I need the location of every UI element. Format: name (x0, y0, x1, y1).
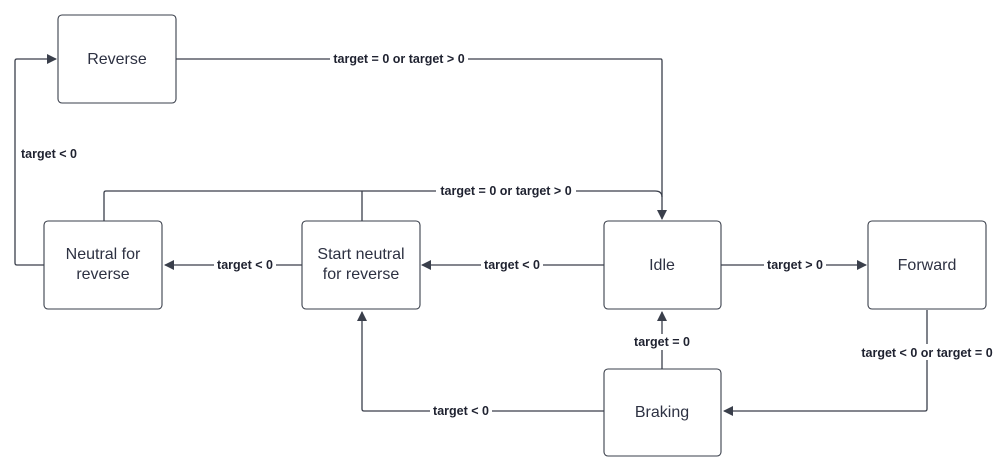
label-idle-to-start-neutral: target < 0 (481, 257, 543, 273)
svg-text:target < 0: target < 0 (217, 258, 273, 272)
label-neutral-to-reverse: target < 0 (21, 147, 77, 161)
label-neutral-states-to-idle: target = 0 or target > 0 (436, 183, 576, 199)
state-forward: Forward (867, 220, 987, 310)
edge-reverse-to-idle (176, 58, 667, 220)
svg-text:Idle: Idle (649, 257, 675, 274)
svg-text:Reverse: Reverse (87, 51, 147, 68)
svg-text:Neutral for: Neutral for (66, 246, 141, 263)
svg-text:target < 0 or target = 0: target < 0 or target = 0 (861, 346, 992, 360)
label-start-neutral-to-neutral: target < 0 (214, 257, 276, 273)
edge-neutral-states-to-idle (103, 190, 663, 221)
svg-text:Forward: Forward (898, 257, 957, 274)
svg-text:target < 0: target < 0 (433, 404, 489, 418)
svg-text:target > 0: target > 0 (767, 258, 823, 272)
label-reverse-to-idle: target = 0 or target > 0 (330, 51, 468, 67)
svg-text:for reverse: for reverse (323, 266, 400, 283)
edge-forward-to-braking (723, 310, 928, 416)
edge-braking-to-start-neutral (357, 311, 604, 412)
svg-text:target = 0: target = 0 (634, 335, 690, 349)
label-braking-to-idle: target = 0 (630, 334, 694, 350)
state-idle: Idle (603, 220, 722, 310)
state-reverse: Reverse (57, 14, 177, 104)
svg-text:target = 0 or target > 0: target = 0 or target > 0 (333, 52, 464, 66)
label-braking-to-start-neutral: target < 0 (430, 403, 492, 419)
svg-text:target < 0: target < 0 (21, 147, 77, 161)
label-forward-to-braking: target < 0 or target = 0 (856, 344, 998, 360)
svg-text:target < 0: target < 0 (484, 258, 540, 272)
state-start-neutral-for-reverse: Start neutral for reverse (301, 220, 421, 310)
state-neutral-for-reverse: Neutral for reverse (43, 220, 163, 310)
label-idle-to-forward: target > 0 (764, 257, 826, 273)
svg-text:Braking: Braking (635, 404, 689, 421)
svg-text:target = 0 or target > 0: target = 0 or target > 0 (440, 184, 571, 198)
edge-neutral-to-reverse (14, 54, 57, 266)
svg-text:reverse: reverse (76, 266, 129, 283)
state-braking: Braking (603, 368, 722, 457)
svg-text:Start neutral: Start neutral (317, 246, 404, 263)
